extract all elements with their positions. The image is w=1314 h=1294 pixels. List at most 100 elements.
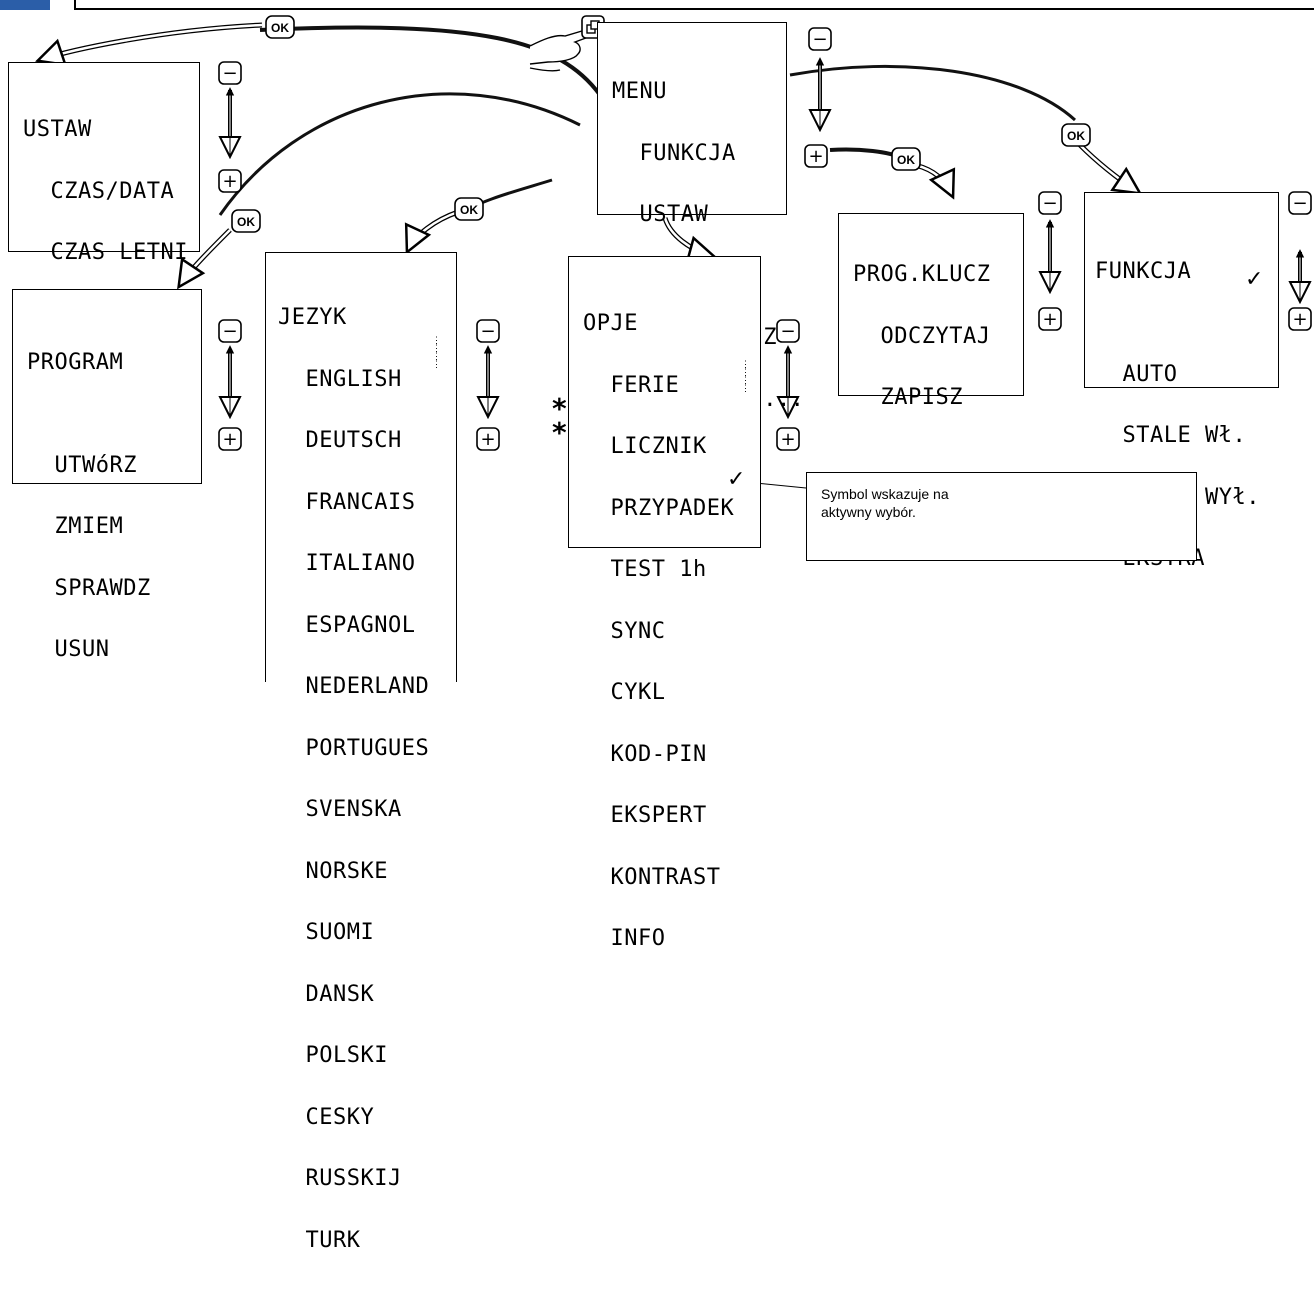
lcd-line: POLSKI [278, 1046, 429, 1067]
check-mark-auto: ✓ [1245, 267, 1263, 292]
plus-button-progklucz[interactable]: + [1039, 308, 1061, 330]
svg-text:OK: OK [237, 215, 255, 229]
lcd-line: SPRAWDZ [27, 579, 151, 600]
screen-menu: MENU FUNKCJA USTAW PROGRAM PROG.KLUCZ GB… [597, 22, 787, 215]
svg-text:+: + [1292, 309, 1307, 330]
lcd-line: PROG.KLUCZ [853, 265, 990, 286]
lcd-line: DEUTSCH [278, 431, 429, 452]
lcd-line: SVENSKA [278, 800, 429, 821]
lcd-line: OPJE [583, 314, 734, 335]
minus-button-program[interactable]: − [219, 320, 241, 342]
screen-program-text: PROGRAM UTWóRZ ZMIEM SPRAWDZ USUN [27, 312, 151, 702]
lcd-line: EKSPERT [583, 806, 734, 827]
lcd-line: FUNKCJA [1095, 262, 1260, 283]
ok-button-funkcja[interactable]: OK [1062, 124, 1090, 146]
lcd-line: PORTUGUES [278, 739, 429, 760]
plus-button-ustaw[interactable]: + [219, 170, 241, 192]
plus-button-program[interactable]: + [219, 428, 241, 450]
lcd-line: PRZYPADEK [583, 499, 734, 520]
check-mark-ekspert: ✓ [727, 467, 745, 492]
plus-button-funkcja[interactable]: + [1289, 308, 1311, 330]
dot-marker: ⋮ [432, 360, 441, 370]
lcd-line: TEST 1h [583, 560, 734, 581]
lcd-line: SYNC [583, 622, 734, 643]
svg-text:−: − [812, 29, 827, 50]
menu-to-funkcja-swoosh [790, 66, 1075, 120]
note-text-line: aktywny wybór. [821, 504, 916, 520]
lcd-line: KOD-PIN [583, 745, 734, 766]
screen-funkcja: FUNKCJA AUTO STALE Wł. STALE WYł. EKSTRA… [1084, 192, 1279, 388]
screen-jezyk: JEZYK ENGLISH DEUTSCH FRANCAIS ITALIANO … [265, 252, 457, 682]
lcd-line: KONTRAST [583, 868, 734, 889]
note-text-line: Symbol wskazuje na [821, 486, 949, 502]
lcd-line: MENU [612, 82, 804, 103]
note-text: Symbol wskazuje na aktywny wybór. [821, 485, 1181, 521]
svg-text:+: + [222, 171, 237, 192]
lcd-line: ZMIEM [27, 517, 151, 538]
screen-ustaw-text: USTAW CZAS/DATA CZAS LETNI [23, 79, 188, 305]
screen-progklucz: PROG.KLUCZ ODCZYTAJ ZAPISZ [838, 213, 1024, 396]
svg-text:+: + [480, 429, 495, 450]
lcd-line: ODCZYTAJ [853, 327, 990, 348]
lcd-line: INFO [583, 929, 734, 950]
lcd-line: DANSK [278, 985, 429, 1006]
lcd-line: RUSSKIJ [278, 1169, 429, 1190]
screen-jezyk-text: JEZYK ENGLISH DEUTSCH FRANCAIS ITALIANO … [278, 267, 429, 1292]
lcd-line: JEZYK [278, 308, 429, 329]
arrow-to-progklucz [915, 165, 952, 195]
screen-opje: OPJE FERIE LICZNIK PRZYPADEK TEST 1h SYN… [568, 256, 761, 548]
minus-button-jezyk[interactable]: − [477, 320, 499, 342]
svg-text:+: + [808, 146, 823, 167]
minus-button-menu[interactable]: − [809, 28, 831, 50]
arrow-to-ustaw [40, 25, 262, 60]
lcd-line: LICZNIK [583, 437, 734, 458]
ok-button-top[interactable]: OK [266, 16, 294, 38]
ok-button-progklucz[interactable]: OK [892, 148, 920, 170]
svg-text:+: + [1042, 309, 1057, 330]
minus-button-ustaw[interactable]: − [219, 62, 241, 84]
star-marker-cykl: * [552, 416, 567, 449]
svg-text:+: + [222, 429, 237, 450]
menu-to-program-swoosh [220, 94, 580, 215]
svg-text:−: − [1292, 193, 1307, 214]
scroll-dots-opje: ⋮ ⋮ ⋮ ⋮ [741, 361, 750, 393]
svg-text:OK: OK [1067, 129, 1085, 143]
lcd-line: TURK [278, 1231, 429, 1252]
svg-text:−: − [480, 321, 495, 342]
svg-text:−: − [222, 321, 237, 342]
svg-text:−: − [222, 63, 237, 84]
dot-marker: ⋮ [741, 384, 750, 394]
lcd-line: STALE Wł. [1095, 426, 1260, 447]
lcd-line: CESKY [278, 1108, 429, 1129]
ok-button-program[interactable]: OK [232, 210, 260, 232]
lcd-line: ITALIANO [278, 554, 429, 575]
diagram-stage: OK OK OK OK OK − − − − − − − + + + + + [0, 0, 1314, 669]
screen-opje-text: OPJE FERIE LICZNIK PRZYPADEK TEST 1h SYN… [583, 273, 734, 991]
lcd-line: ZAPISZ [853, 388, 990, 409]
plus-button-jezyk[interactable]: + [477, 428, 499, 450]
svg-text:OK: OK [897, 153, 915, 167]
svg-text:−: − [1042, 193, 1057, 214]
lcd-line: SUOMI [278, 923, 429, 944]
note-box: Symbol wskazuje na aktywny wybór. [806, 472, 1197, 561]
lcd-line: CYKL [583, 683, 734, 704]
scroll-dots-jezyk: ⋮ ⋮ ⋮ ⋮ [432, 337, 441, 369]
lcd-line: USTAW [23, 120, 188, 141]
plus-button-menu[interactable]: + [805, 145, 827, 167]
lcd-line: FERIE [583, 376, 734, 397]
minus-button-funkcja[interactable]: − [1289, 192, 1311, 214]
arrow-to-jezyk [408, 212, 458, 250]
lcd-line: FRANCAIS [278, 493, 429, 514]
lcd-line: AUTO [1095, 365, 1260, 386]
minus-button-progklucz[interactable]: − [1039, 192, 1061, 214]
svg-text:OK: OK [271, 21, 289, 35]
svg-text:OK: OK [460, 203, 478, 217]
lcd-line: ESPAGNOL [278, 616, 429, 637]
lcd-line: NEDERLAND [278, 677, 429, 698]
screen-ustaw: USTAW CZAS/DATA CZAS LETNI [8, 62, 200, 252]
lcd-line: CZAS/DATA [23, 182, 188, 203]
ok-button-jezyk[interactable]: OK [455, 198, 483, 220]
lcd-line: UTWóRZ [27, 456, 151, 477]
lcd-line: PROGRAM [27, 353, 151, 374]
lcd-line: FUNKCJA [612, 144, 804, 165]
